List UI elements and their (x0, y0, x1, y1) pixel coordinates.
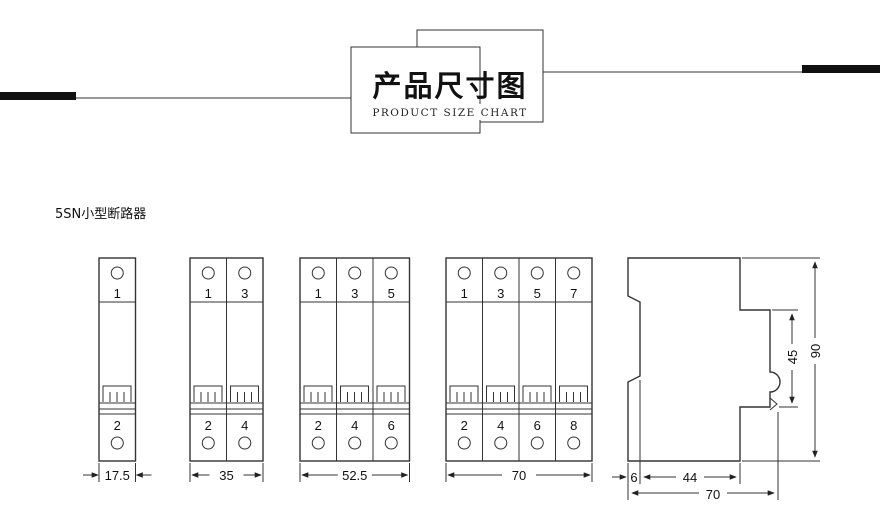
title-en: PRODUCT SIZE CHART (372, 107, 527, 119)
top-terminal-screw-icon (110, 266, 124, 280)
bottom-terminal-screw-icon (567, 436, 581, 450)
bottom-terminal-screw-icon (530, 436, 544, 450)
top-terminal-label: 3 (351, 286, 358, 301)
bottom-terminal-label: 2 (461, 418, 468, 433)
bottom-terminal-screw-icon (384, 436, 398, 450)
top-terminal-screw-icon (201, 266, 215, 280)
dim-44-gap (676, 469, 704, 484)
toggle-lever-icon (486, 385, 515, 402)
breaker-3p: 1 2 3 4 5 6 52.5 (299, 257, 411, 483)
dim-90-gap (808, 338, 822, 364)
bottom-terminal-label: 6 (388, 418, 395, 433)
toggle-lever-icon (559, 385, 588, 402)
top-terminal-screw-icon (530, 266, 544, 280)
bottom-terminal-label: 4 (241, 418, 248, 433)
bottom-terminal-screw-icon (311, 436, 325, 450)
width-label: 17.5 (105, 468, 130, 483)
breaker-body (98, 257, 137, 462)
toggle-lever-icon (230, 385, 259, 402)
dim-depth-step: 6 (630, 470, 637, 485)
width-label: 35 (219, 468, 233, 483)
bottom-terminal-label: 6 (534, 418, 541, 433)
breaker-2p: 1 2 3 4 35 (189, 257, 264, 483)
toggle-lever-icon (522, 385, 552, 402)
title-en-backing (364, 104, 532, 120)
dim-70-gap (699, 486, 727, 501)
top-terminal-label: 1 (205, 286, 212, 301)
bottom-terminal-label: 2 (315, 418, 322, 433)
top-terminal-screw-icon (311, 266, 325, 280)
bottom-terminal-label: 2 (114, 418, 121, 433)
breaker-side-view: 90 45 6 44 70 (612, 257, 823, 502)
top-terminal-label: 5 (534, 286, 541, 301)
toggle-lever-icon (102, 385, 132, 402)
top-terminal-screw-icon (348, 266, 362, 280)
top-terminal-label: 7 (570, 286, 577, 301)
top-terminal-label: 1 (461, 286, 468, 301)
top-terminal-label: 5 (388, 286, 395, 301)
toggle-lever-icon (449, 385, 479, 402)
dim-depth-total: 70 (706, 487, 720, 502)
top-terminal-screw-icon (457, 266, 471, 280)
top-terminal-screw-icon (384, 266, 398, 280)
width-label: 70 (512, 468, 526, 483)
toggle-lever-icon (193, 385, 223, 402)
toggle-lever-icon (340, 385, 369, 402)
bottom-terminal-screw-icon (238, 436, 252, 450)
breaker-1p: 1 2 17.5 (83, 257, 152, 483)
top-terminal-label: 1 (114, 286, 121, 301)
bottom-terminal-label: 2 (205, 418, 212, 433)
bottom-terminal-label: 8 (570, 418, 577, 433)
bottom-terminal-screw-icon (457, 436, 471, 450)
breaker-4p: 1 2 3 4 5 6 7 8 70 (445, 257, 593, 483)
toggle-lever-icon (303, 385, 333, 402)
dim-depth-front: 44 (683, 470, 697, 485)
dim-45-gap (785, 344, 799, 370)
width-label-gap (337, 467, 372, 482)
top-terminal-label: 1 (315, 286, 322, 301)
top-terminal-screw-icon (494, 266, 508, 280)
dim-height-front: 45 (785, 350, 800, 364)
bottom-terminal-screw-icon (494, 436, 508, 450)
top-terminal-label: 3 (241, 286, 248, 301)
side-view-outline (627, 257, 781, 462)
width-label: 52.5 (342, 468, 367, 483)
top-terminal-screw-icon (238, 266, 252, 280)
bottom-terminal-label: 4 (351, 418, 358, 433)
breaker-front-views: 1 2 17.5 1 2 3 4 35 1 2 3 4 5 6 52.5 1 2 3 4 5 6 7 8 70 (83, 257, 593, 483)
dim-height-total: 90 (808, 344, 823, 358)
toggle-lever-icon (376, 385, 406, 402)
header: 产品尺寸图 PRODUCT SIZE CHART (0, 29, 880, 134)
width-label-gap (502, 467, 536, 482)
header-left-accent-bar (0, 92, 76, 100)
bottom-terminal-screw-icon (201, 436, 215, 450)
title-cn: 产品尺寸图 (372, 69, 527, 103)
bottom-terminal-label: 4 (497, 418, 504, 433)
width-label-gap (209, 467, 244, 482)
din-clip-notch (769, 397, 778, 411)
breaker-body (299, 257, 411, 462)
top-terminal-label: 3 (497, 286, 504, 301)
bottom-terminal-screw-icon (110, 436, 124, 450)
section-label: 5SN小型断路器 (55, 206, 146, 222)
top-terminal-screw-icon (567, 266, 581, 280)
bottom-terminal-screw-icon (348, 436, 362, 450)
header-right-accent-bar (802, 65, 880, 73)
